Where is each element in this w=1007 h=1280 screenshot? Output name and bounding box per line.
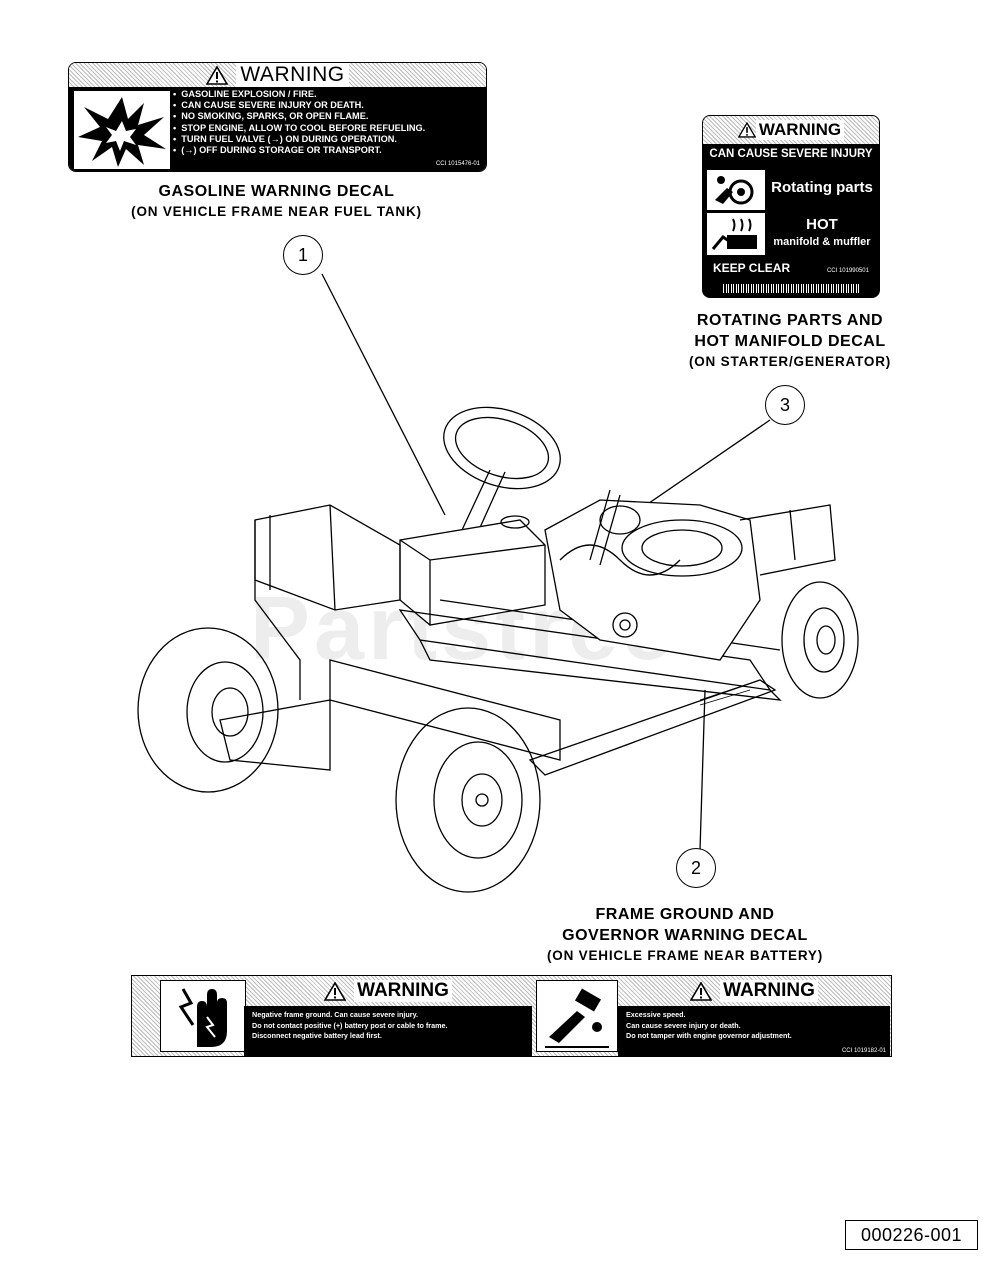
warning-triangle-icon <box>206 65 229 85</box>
warning-line: STOP ENGINE, ALLOW TO COOL BEFORE REFUEL… <box>173 123 425 134</box>
decal-header: WARNING <box>618 976 890 1006</box>
warning-line: Disconnect negative battery lead first. <box>252 1031 382 1040</box>
warning-line: Do not tamper with engine governor adjus… <box>626 1031 792 1040</box>
callout-2[interactable]: 2 <box>676 848 716 888</box>
decal-code: CCI 101990501 <box>826 268 869 274</box>
decal-header: WARNING <box>69 63 486 87</box>
warning-triangle-icon <box>690 981 713 1001</box>
gasoline-warning-list: GASOLINE EXPLOSION / FIRE. CAN CAUSE SEV… <box>173 89 425 156</box>
governor-tamper-icon <box>536 980 618 1052</box>
decal-code: CCI 1015476-01 <box>435 161 480 167</box>
decal-body: Excessive speed. Can cause severe injury… <box>618 1006 890 1056</box>
decal-body: GASOLINE EXPLOSION / FIRE. CAN CAUSE SEV… <box>69 87 486 171</box>
warning-line: Negative frame ground. Can cause severe … <box>252 1010 419 1019</box>
decal-heading: WARNING <box>755 120 845 140</box>
warning-line: Excessive speed. <box>626 1010 686 1019</box>
caption-title-line1: ROTATING PARTS AND <box>696 312 884 329</box>
callout-3[interactable]: 3 <box>765 385 805 425</box>
electric-shock-hand-icon <box>160 980 246 1052</box>
caption-title-line2: GOVERNOR WARNING DECAL <box>562 927 808 944</box>
warning-triangle-icon <box>737 122 756 138</box>
caption-location: (ON VEHICLE FRAME NEAR BATTERY) <box>546 948 824 963</box>
decal-heading: WARNING <box>720 980 818 1002</box>
rotating-parts-decal[interactable]: WARNING CAN CAUSE SEVERE INJURY Rotating… <box>702 115 880 298</box>
manifold-label: manifold & muffler <box>773 236 871 248</box>
warning-line: CAN CAUSE SEVERE INJURY OR DEATH. <box>173 100 425 111</box>
decal-code: CCI 1019182-01 <box>841 1048 886 1054</box>
decal-heading: WARNING <box>236 63 349 87</box>
caption-title: GASOLINE WARNING DECAL <box>158 183 395 200</box>
decal-header: WARNING <box>703 116 879 144</box>
explosion-icon <box>73 90 171 170</box>
barcode <box>723 284 859 293</box>
frame-ground-governor-decal[interactable]: WARNING Negative frame ground. Can cause… <box>131 975 892 1057</box>
hot-surface-icon <box>706 212 766 256</box>
warning-line: (→) OFF DURING STORAGE OR TRANSPORT. <box>173 145 425 156</box>
caption-title-line2: HOT MANIFOLD DECAL <box>694 333 886 350</box>
caption-location: (ON STARTER/GENERATOR) <box>688 354 892 369</box>
warning-line: Do not contact positive (+) battery post… <box>252 1020 448 1030</box>
frame-ground-panel: WARNING Negative frame ground. Can cause… <box>244 976 532 1056</box>
leader-line-1 <box>321 273 446 516</box>
warning-line: TURN FUEL VALVE (→) ON DURING OPERATION. <box>173 134 425 145</box>
document-number: 000226-001 <box>845 1220 978 1250</box>
decal-heading: WARNING <box>354 980 452 1002</box>
rotating-parts-icon <box>706 169 766 211</box>
caption-title-line1: FRAME GROUND AND <box>595 906 775 923</box>
gasoline-decal-caption: GASOLINE WARNING DECAL (ON VEHICLE FRAME… <box>68 181 485 222</box>
rotating-decal-caption: ROTATING PARTS AND HOT MANIFOLD DECAL (O… <box>660 310 920 372</box>
keep-clear-label: KEEP CLEAR <box>713 261 791 275</box>
decal-header: WARNING <box>244 976 532 1006</box>
warning-line: Can cause severe injury or death. <box>626 1020 741 1030</box>
warning-line: GASOLINE EXPLOSION / FIRE. <box>173 89 425 100</box>
caption-location: (ON VEHICLE FRAME NEAR FUEL TANK) <box>131 204 422 219</box>
hot-label: HOT <box>806 216 838 233</box>
gasoline-warning-decal[interactable]: WARNING GASOLINE EXPLOSION / FIRE. CAN C… <box>68 62 487 172</box>
frame-decal-caption: FRAME GROUND AND GOVERNOR WARNING DECAL … <box>520 904 850 966</box>
decal-body: Negative frame ground. Can cause severe … <box>244 1006 532 1056</box>
callout-1[interactable]: 1 <box>283 235 323 275</box>
decal-subheading: CAN CAUSE SEVERE INJURY <box>709 148 873 160</box>
rotating-parts-label: Rotating parts <box>771 179 873 196</box>
warning-triangle-icon <box>324 981 347 1001</box>
leader-line-2 <box>699 689 706 851</box>
governor-panel: WARNING Excessive speed. Can cause sever… <box>618 976 890 1056</box>
warning-line: NO SMOKING, SPARKS, OR OPEN FLAME. <box>173 111 425 122</box>
